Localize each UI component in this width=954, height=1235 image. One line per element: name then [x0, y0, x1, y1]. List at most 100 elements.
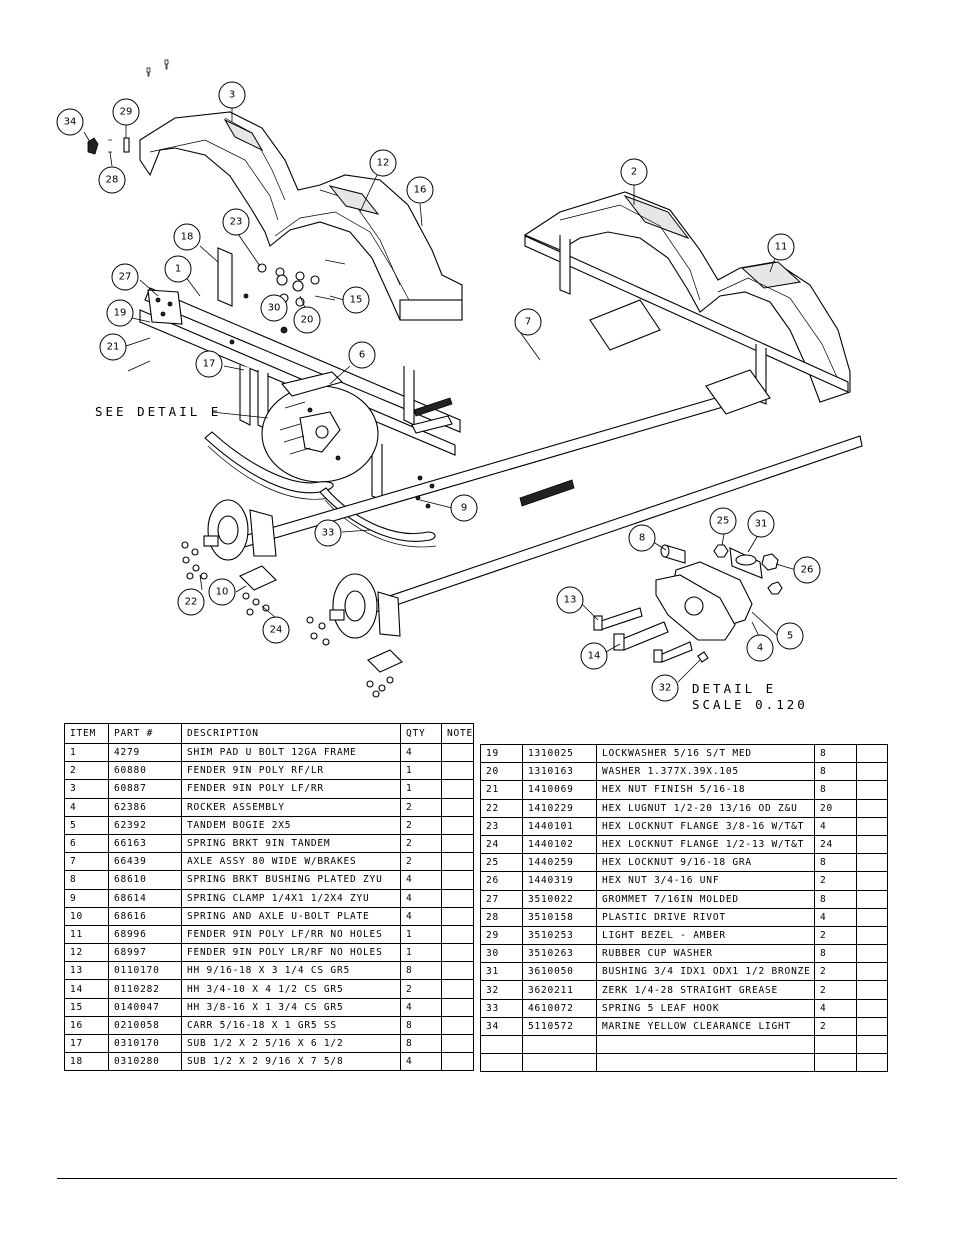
balloon-circle [651, 674, 679, 702]
table-cell: 26 [480, 871, 523, 891]
table-cell [440, 742, 475, 763]
table-cell: HH 9/16-18 X 3 1/4 CS GR5 [181, 961, 401, 981]
table-cell: 3510263 [522, 944, 597, 964]
balloon-item-12: 12 [369, 149, 397, 177]
table-cell: 1440102 [522, 834, 597, 855]
table-cell: 5 [64, 815, 109, 835]
balloon-item-31: 31 [747, 510, 775, 538]
balloon-number: 23 [230, 217, 243, 228]
table-cell: 10 [64, 906, 109, 926]
balloon-circle [767, 233, 795, 261]
balloon-item-25: 25 [709, 507, 737, 535]
table-cell [856, 980, 888, 1000]
balloon-number: 3 [229, 90, 235, 101]
table-cell [440, 852, 475, 872]
table-cell: 2 [814, 1016, 857, 1037]
table-cell [814, 1053, 857, 1073]
table-cell: HEX NUT 3/4-16 UNF [596, 871, 815, 891]
balloon-number: 12 [377, 158, 390, 169]
balloon-number: 19 [114, 308, 127, 319]
balloon-circle [348, 341, 376, 369]
clearance-light [87, 137, 130, 155]
table-cell [856, 907, 888, 927]
balloon-number: 31 [755, 519, 768, 530]
balloon-number: 29 [120, 107, 133, 118]
table-cell: 2 [400, 979, 442, 999]
table-cell: PLASTIC DRIVE RIVOT [596, 907, 815, 927]
table-cell: SPRING AND AXLE U-BOLT PLATE [181, 906, 401, 926]
balloon-number: 34 [64, 117, 77, 128]
table-cell: 20 [814, 798, 857, 818]
table-cell: 18 [64, 1052, 109, 1072]
table-cell: 20 [480, 762, 523, 782]
balloon-number: 15 [350, 295, 363, 306]
balloon-circle [208, 578, 236, 606]
spring-bracket-detail-e [261, 371, 379, 483]
balloon-item-18: 18 [173, 223, 201, 251]
balloon-circle [222, 208, 250, 236]
table-cell: SPRING BRKT 9IN TANDEM [181, 833, 401, 854]
table-cell: BUSHING 3/4 IDX1 ODX1 1/2 BRONZE [596, 962, 815, 982]
table-cell: 66163 [108, 833, 182, 854]
table-cell: SPRING 5 LEAF HOOK [596, 998, 815, 1018]
table-cell [440, 815, 475, 835]
table-cell [596, 1034, 815, 1055]
table-cell: ROCKER ASSEMBLY [181, 797, 401, 817]
table-cell: 9 [64, 888, 109, 908]
table-cell: 1 [400, 924, 442, 945]
table-cell: FENDER 9IN POLY RF/LR [181, 761, 401, 781]
table-cell: 19 [480, 743, 523, 764]
table-cell [856, 743, 888, 764]
bom-header-cell: DESCRIPTION [181, 723, 401, 744]
table-cell: HH 3/8-16 X 1 3/4 CS GR5 [181, 997, 401, 1017]
balloon-number: 5 [787, 631, 793, 642]
table-cell: 4 [400, 906, 442, 926]
table-cell: 4 [400, 742, 442, 763]
table-cell [440, 870, 475, 890]
table-cell [856, 925, 888, 946]
table-cell: AXLE ASSY 80 WIDE W/BRAKES [181, 852, 401, 872]
table-cell: 4 [814, 816, 857, 836]
balloon-item-2: 2 [620, 158, 648, 186]
table-cell: WASHER 1.377X.39X.105 [596, 762, 815, 782]
balloon-item-4: 4 [746, 634, 774, 662]
balloon-number: 14 [588, 651, 601, 662]
balloon-circle [342, 286, 370, 314]
table-cell: 22 [480, 798, 523, 818]
table-cell: 3510158 [522, 907, 597, 927]
balloon-circle [112, 98, 140, 126]
see-detail-label: SEE DETAIL E [95, 404, 221, 419]
table-cell: 2 [64, 761, 109, 781]
balloon-item-3: 3 [218, 81, 246, 109]
balloon-item-34: 34 [56, 108, 84, 136]
table-cell [440, 797, 475, 817]
table-cell: 4610072 [522, 998, 597, 1018]
balloon-circle [164, 255, 192, 283]
balloon-circle [99, 333, 127, 361]
table-cell: 68616 [108, 906, 182, 926]
balloon-circle [98, 166, 126, 194]
fender-right-pair [523, 191, 851, 415]
table-cell: 2 [814, 925, 857, 946]
table-cell [440, 943, 475, 963]
table-cell [440, 997, 475, 1017]
table-cell [522, 1034, 597, 1055]
table-cell: 60887 [108, 779, 182, 799]
table-cell: 3510022 [522, 889, 597, 909]
table-cell: 8 [400, 961, 442, 981]
table-cell: GROMMET 7/16IN MOLDED [596, 889, 815, 909]
table-cell [440, 779, 475, 799]
table-cell: 0310280 [108, 1052, 182, 1072]
balloon-circle [195, 350, 223, 378]
